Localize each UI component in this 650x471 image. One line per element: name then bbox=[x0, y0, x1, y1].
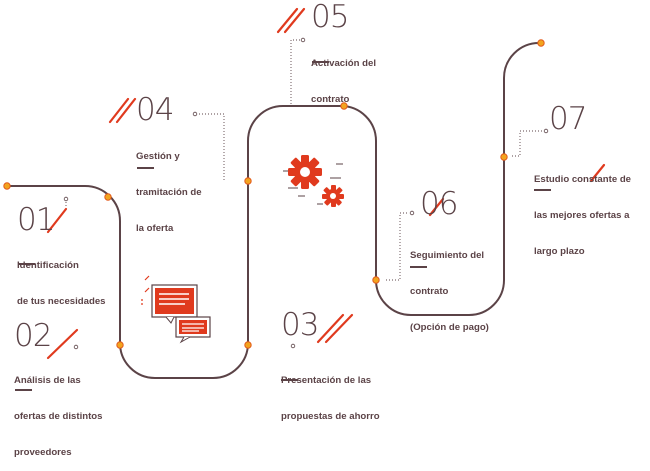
path-dot bbox=[500, 153, 508, 161]
ring-marker bbox=[409, 210, 415, 216]
step-number-03: 03 bbox=[281, 307, 319, 343]
step-05-dash bbox=[312, 61, 329, 63]
step-label-02: Análisis de las ofertas de distintos pro… bbox=[14, 351, 103, 471]
timeline-path bbox=[5, 42, 541, 379]
path-dot bbox=[104, 193, 112, 201]
step-label-05: Activación del contrato bbox=[311, 34, 376, 118]
step-04-line: tramitación de bbox=[136, 187, 202, 198]
step-number-02: 02 bbox=[14, 318, 52, 354]
step-03-dash bbox=[281, 379, 298, 381]
connector-05 bbox=[290, 39, 300, 104]
gears-icon bbox=[283, 155, 344, 207]
ring-marker bbox=[192, 111, 198, 117]
step-02-line: Análisis de las bbox=[14, 375, 81, 386]
step-06-dash bbox=[410, 266, 427, 268]
step-06-line: Seguimiento del bbox=[410, 250, 485, 261]
step-01-dash bbox=[18, 263, 35, 265]
slash-02 bbox=[46, 328, 79, 360]
slash-06 bbox=[428, 197, 445, 217]
step-06-line: (Opción de pago) bbox=[410, 322, 489, 333]
documents-icon bbox=[141, 275, 211, 344]
slash-05 bbox=[276, 7, 306, 34]
step-07-line: largo plazo bbox=[534, 246, 585, 257]
step-01-line: de tus necesidades bbox=[17, 296, 106, 307]
step-04-line: Gestión y bbox=[136, 151, 180, 162]
step-02-dash bbox=[15, 389, 32, 391]
step-07-line: Estudio constante de bbox=[534, 174, 632, 185]
connector-06 bbox=[386, 212, 409, 281]
slash-04 bbox=[108, 97, 137, 124]
step-number-05: 05 bbox=[311, 0, 349, 35]
path-dot bbox=[244, 341, 252, 349]
step-number-04: 04 bbox=[136, 92, 174, 128]
path-dot bbox=[372, 276, 380, 284]
connector-04 bbox=[199, 113, 225, 180]
step-01-line: Identificación bbox=[17, 260, 79, 271]
path-dot bbox=[537, 39, 545, 47]
path-dot bbox=[116, 341, 124, 349]
step-03-line: Presentación de las bbox=[281, 375, 372, 386]
ring-marker bbox=[73, 344, 79, 350]
slash-07 bbox=[589, 163, 606, 183]
step-05-line: Activación del bbox=[311, 58, 377, 69]
step-number-01: 01 bbox=[17, 202, 55, 238]
step-03-line: propuestas de ahorro bbox=[281, 411, 380, 422]
step-06-line: contrato bbox=[410, 286, 449, 297]
step-number-06: 06 bbox=[420, 186, 458, 222]
slash-03 bbox=[316, 313, 354, 344]
step-07-line: las mejores ofertas a bbox=[534, 210, 630, 221]
step-label-07: Estudio constante de las mejores ofertas… bbox=[534, 150, 631, 270]
path-dot bbox=[340, 102, 348, 110]
step-number-07: 07 bbox=[549, 101, 587, 137]
slash-01 bbox=[46, 207, 68, 234]
ring-marker bbox=[63, 196, 69, 202]
step-04-dash bbox=[137, 167, 154, 169]
connector-07 bbox=[512, 130, 545, 157]
process-diagram bbox=[3, 7, 606, 379]
path-dot bbox=[244, 177, 252, 185]
step-label-03: Presentación de las propuestas de ahorro bbox=[281, 351, 380, 435]
step-04-line: la oferta bbox=[136, 223, 174, 234]
step-05-line: contrato bbox=[311, 94, 350, 105]
ring-marker bbox=[300, 37, 306, 43]
step-label-01: Identificación de tus necesidades bbox=[17, 236, 106, 320]
step-07-dash bbox=[534, 189, 551, 191]
step-label-04: Gestión y tramitación de la oferta bbox=[136, 127, 202, 247]
step-02-line: proveedores bbox=[14, 447, 72, 458]
path-dot bbox=[3, 182, 11, 190]
ring-marker bbox=[290, 343, 296, 349]
step-label-06: Seguimiento del contrato (Opción de pago… bbox=[410, 226, 489, 346]
step-02-line: ofertas de distintos bbox=[14, 411, 103, 422]
ring-marker bbox=[543, 128, 549, 134]
